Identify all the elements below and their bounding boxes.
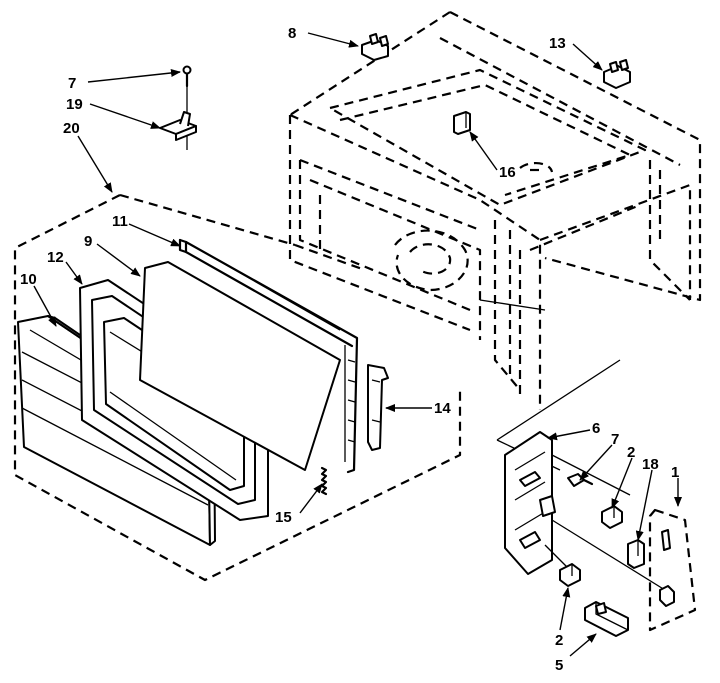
callout-10: 10 [20, 271, 37, 288]
lamp-socket [453, 111, 471, 135]
callout-6: 6 [592, 420, 600, 437]
door-latch-lever [367, 364, 389, 451]
switch-upper [601, 505, 623, 529]
callout-20: 20 [63, 120, 80, 137]
callout-14: 14 [434, 400, 451, 417]
latch-spring [320, 466, 328, 496]
callout-11: 11 [112, 213, 128, 230]
callout-15: 15 [275, 509, 292, 526]
callout-2-lower: 2 [555, 632, 563, 649]
callout-19: 19 [66, 96, 83, 113]
hinge-bracket [159, 111, 197, 141]
callout-9: 9 [84, 233, 92, 250]
cabinet-outline [288, 11, 702, 410]
callout-labels: 8 13 7 19 20 16 11 9 12 10 14 15 6 7 2 1… [20, 25, 679, 674]
callout-7-screw-top: 7 [68, 75, 76, 92]
door-glass-panel [139, 261, 341, 471]
switch-set-outline [648, 508, 697, 632]
clip-part-8 [361, 33, 389, 61]
leader-lines [33, 32, 682, 657]
callout-2-upper: 2 [627, 444, 635, 461]
callout-16: 16 [499, 164, 516, 181]
callout-13: 13 [549, 35, 566, 52]
door-assembly-outline [13, 193, 462, 582]
callout-18: 18 [642, 456, 659, 473]
door-frame [79, 279, 269, 521]
callout-5: 5 [555, 657, 563, 674]
callout-12: 12 [47, 249, 64, 266]
callout-1: 1 [671, 464, 679, 481]
latch-bracket-assembly [496, 359, 666, 591]
door-inner-frame [178, 238, 359, 474]
callout-8: 8 [288, 25, 296, 42]
switch-lower [559, 563, 581, 587]
switch-bracket-lower [584, 601, 629, 637]
clip-part-13 [603, 59, 631, 89]
monitor-switch [627, 539, 645, 569]
callout-7-screw-bracket: 7 [611, 431, 619, 448]
